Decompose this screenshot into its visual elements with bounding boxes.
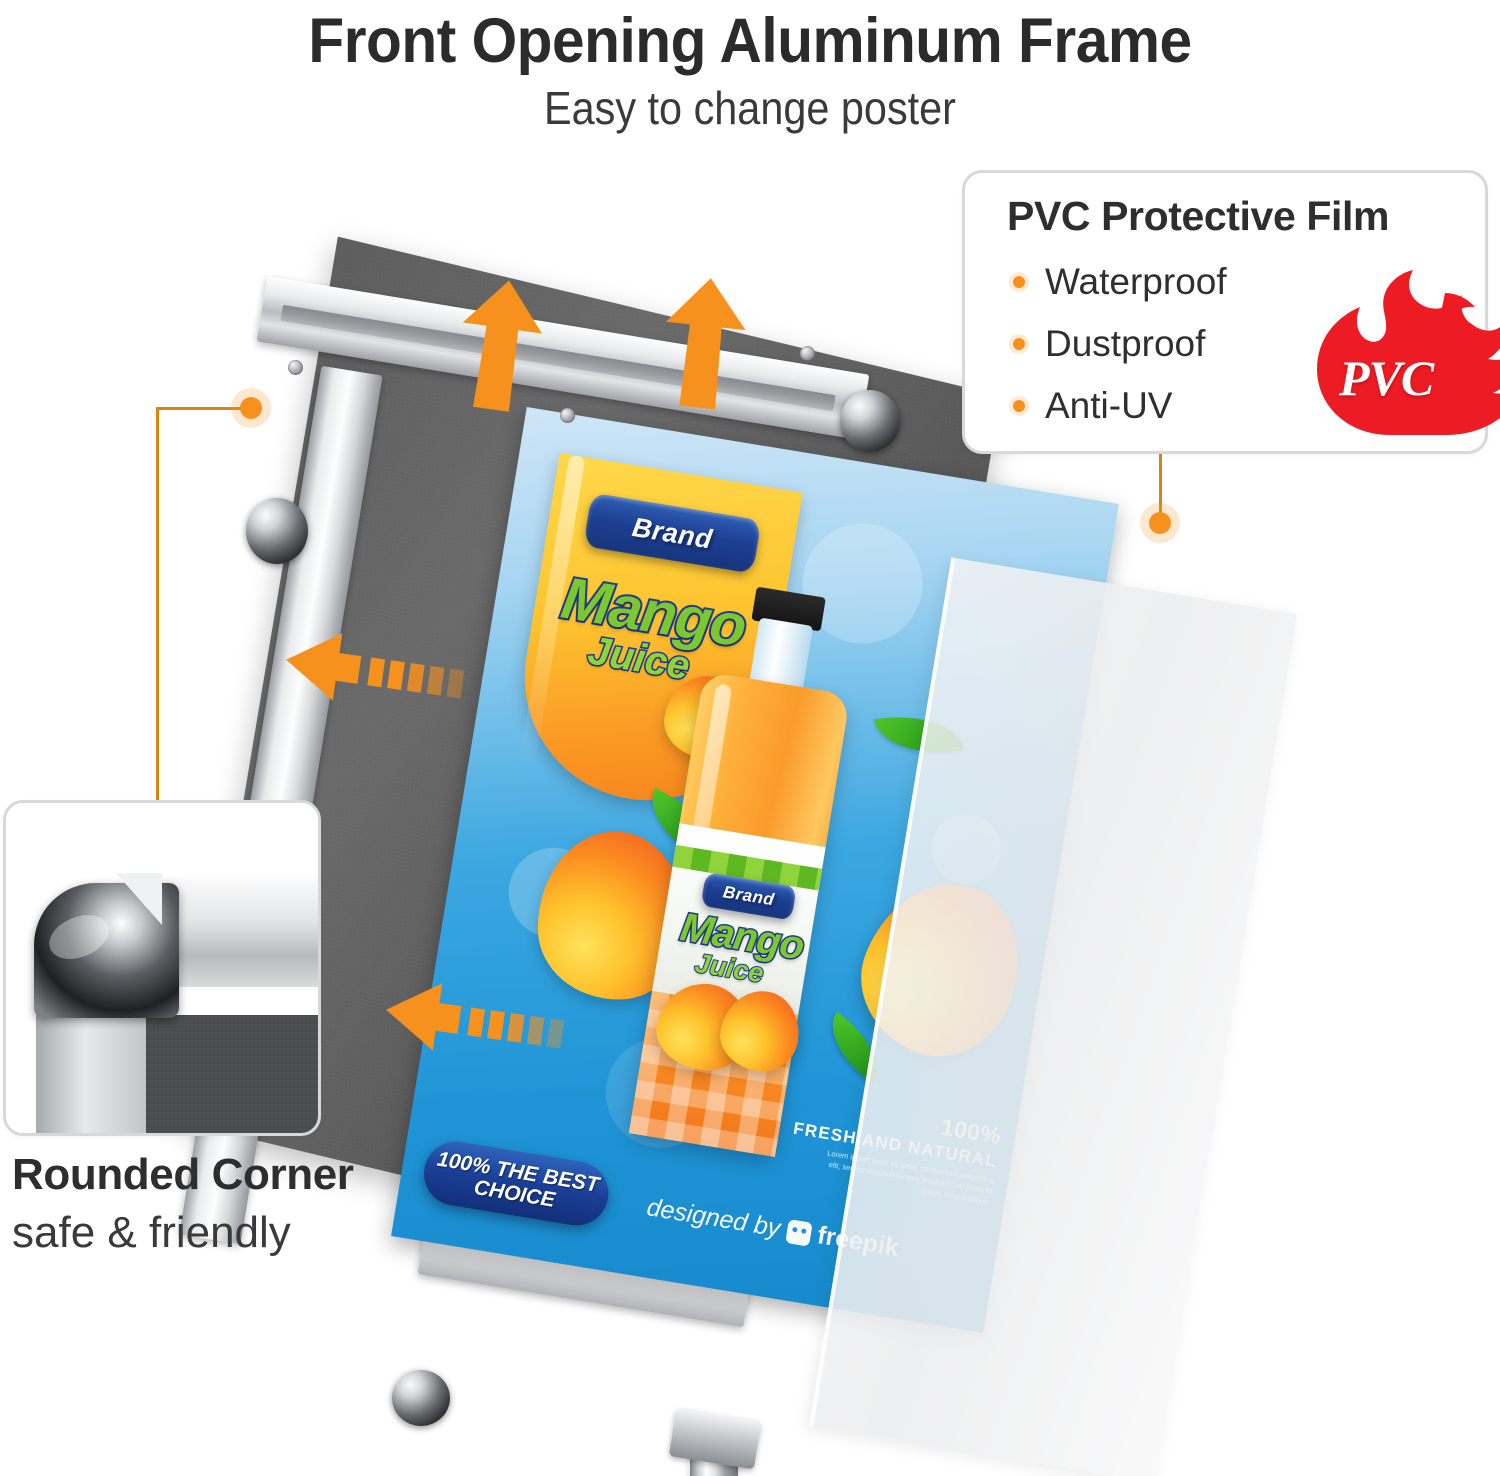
- bullet-icon: [1013, 276, 1025, 288]
- pvc-feature-label: Dustproof: [1045, 323, 1206, 364]
- corner-photo-post: [36, 1015, 146, 1133]
- corner-photo-mesh-board: [146, 1015, 318, 1133]
- frame-screw: [288, 360, 303, 375]
- arrow-open-left-lower: [385, 983, 605, 1065]
- arrow-open-up-left: [456, 280, 546, 412]
- connector-line-corner-vertical: [156, 407, 159, 803]
- connector-line-corner-horizontal: [156, 407, 254, 410]
- stand-pole-bracket: [668, 1408, 762, 1470]
- corner-photo-highlight: [116, 873, 162, 925]
- pvc-protective-film-callout: PVC Protective Film Waterproof Dustproof…: [962, 170, 1500, 454]
- poster-brand-label: Brand: [630, 511, 715, 555]
- frame-screw: [800, 346, 815, 361]
- frame-corner-chrome-bottomleft: [392, 1370, 450, 1426]
- page-title: Front Opening Aluminum Frame: [308, 6, 1192, 76]
- rounded-corner-title: Rounded Corner: [12, 1150, 354, 1199]
- pvc-feature-item: Dustproof: [1013, 313, 1227, 375]
- rounded-corner-subtitle: safe & friendly: [12, 1208, 291, 1257]
- arrow-open-up-right: [660, 278, 750, 410]
- pvc-badge-label: PVC: [1339, 350, 1434, 406]
- pvc-feature-item: Anti-UV: [1013, 375, 1227, 437]
- rounded-corner-callout: [3, 800, 321, 1136]
- page-subtitle: Easy to change poster: [544, 82, 956, 135]
- pvc-feature-label: Waterproof: [1045, 261, 1227, 302]
- freepik-logo-icon: [785, 1218, 813, 1247]
- bullet-icon: [1013, 400, 1025, 412]
- bullet-icon: [1013, 338, 1025, 350]
- pvc-feature-item: Waterproof: [1013, 251, 1227, 313]
- rounded-corner-closeup-photo: [6, 803, 318, 1133]
- frame-corner-chrome-topright: [840, 390, 900, 452]
- poster-brand-pill: Brand: [583, 492, 762, 574]
- pvc-callout-title: PVC Protective Film: [1007, 193, 1390, 239]
- product-photo-scene: Brand Mango Juice B: [0, 150, 1500, 1476]
- pvc-flame-badge: PVC: [1295, 253, 1500, 438]
- bottle-brand-label: Brand: [721, 882, 776, 910]
- header: Front Opening Aluminum Frame Easy to cha…: [0, 0, 1500, 135]
- poster-credit-label: designed by: [644, 1193, 783, 1243]
- connector-dot-pvc-film: [1149, 512, 1171, 534]
- frame-corner-chrome-topleft: [246, 498, 308, 564]
- arrow-open-left-upper: [285, 633, 505, 715]
- poster-best-choice-label: 100% THE BEST CHOICE: [435, 1147, 601, 1212]
- connector-line-pvc: [1159, 448, 1162, 520]
- frame-screw: [560, 408, 575, 423]
- pvc-feature-list: Waterproof Dustproof Anti-UV: [1013, 251, 1227, 437]
- flame-icon: [1317, 270, 1500, 435]
- connector-dot-frame-corner: [240, 397, 262, 419]
- poster-best-choice-badge: 100% THE BEST CHOICE: [419, 1136, 614, 1231]
- pvc-feature-label: Anti-UV: [1045, 385, 1173, 426]
